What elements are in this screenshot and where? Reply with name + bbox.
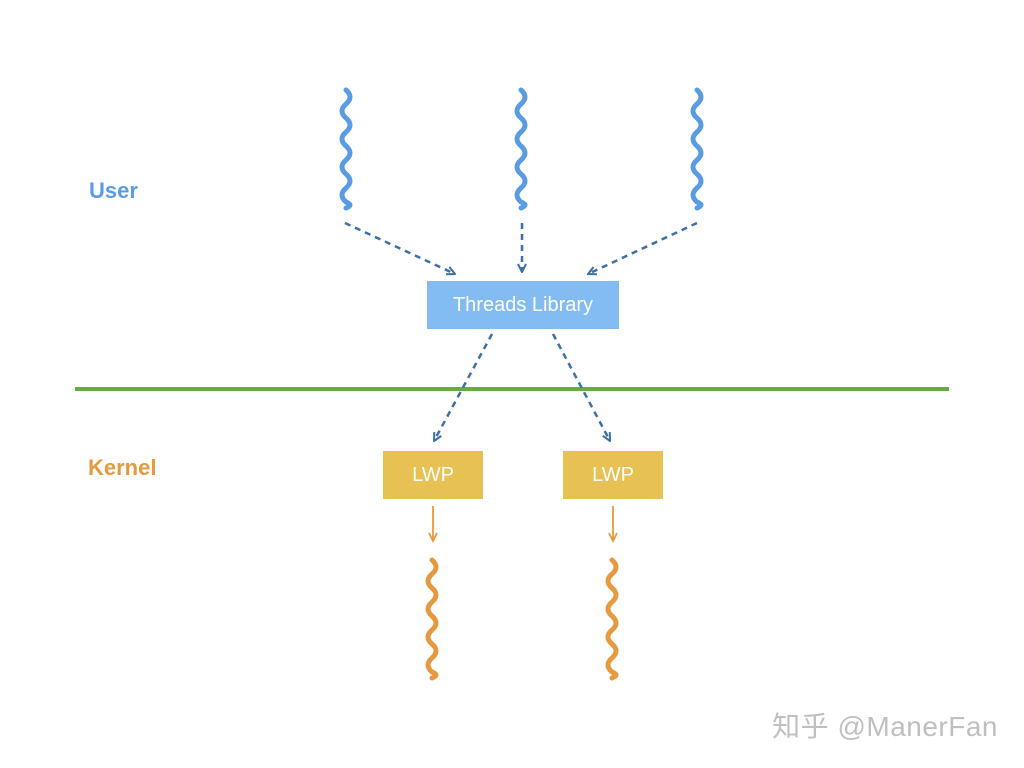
watermark: 知乎 @ManerFan — [772, 711, 998, 742]
library-to-lwp-1-arrow — [432, 333, 494, 441]
user-space-label: User — [89, 178, 138, 203]
user-thread-1 — [339, 87, 353, 211]
threads-library-box: Threads Library — [427, 281, 619, 329]
threads-library-label: Threads Library — [452, 293, 594, 316]
lwp-label-2: LWP — [592, 463, 634, 486]
kernel-thread-1 — [425, 557, 439, 681]
library-to-lwp-2-arrow — [551, 333, 612, 441]
user-thread-3-to-library-arrow — [588, 221, 698, 274]
lwp-box-1: LWP — [383, 451, 483, 499]
lwp-box-2: LWP — [563, 451, 663, 499]
user-thread-1-to-library-arrow — [344, 221, 455, 274]
lwp-label-1: LWP — [412, 463, 454, 486]
kernel-space-label: Kernel — [88, 455, 157, 480]
kernel-thread-2 — [605, 557, 619, 681]
user-thread-2 — [514, 87, 528, 211]
user-thread-3 — [690, 87, 704, 211]
